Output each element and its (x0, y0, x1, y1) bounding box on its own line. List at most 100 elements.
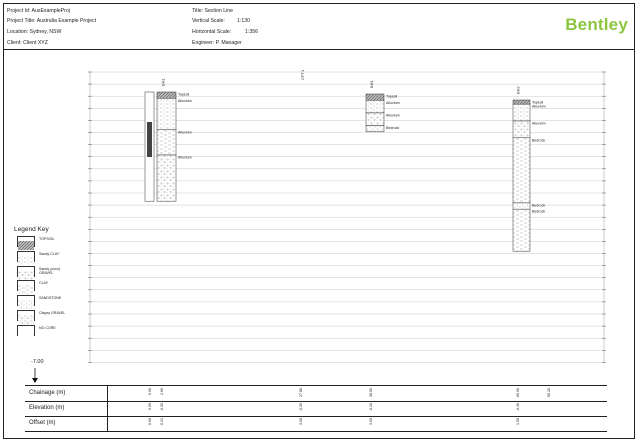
strata-label: Topsoil (386, 95, 397, 99)
table-row: Offset (m) 0.00 0.21 3.00 3.00 1.50 (25, 416, 607, 432)
strata-layer (512, 120, 531, 139)
legend-swatch-clayeygravel (17, 309, 35, 324)
table-cell: 1.50 (516, 418, 520, 425)
table-cell: 0.00 (148, 418, 152, 425)
table-cell: 38.00 (369, 388, 373, 397)
legend-label: NO CORE (39, 325, 56, 330)
cpt-label: CPT1 (300, 69, 305, 80)
legend-key: Legend Key TOPSOIL Sandy CLAY Sandy (coco)… (14, 226, 65, 340)
legend-item: SANDSTONE (14, 295, 61, 310)
borehole-name: BH1 (161, 77, 166, 86)
strata-label: Bedrock (532, 138, 545, 142)
strata-label: Alluvium (178, 99, 192, 103)
section-title: Title: Section Line (192, 8, 234, 14)
borehole-name: BH2 (516, 85, 521, 94)
strata-label: Bedrock (386, 126, 399, 130)
legend-title: Legend Key (14, 226, 49, 233)
row-label: Chainage (m) (29, 390, 66, 396)
table-cell: 0.21 (160, 418, 164, 425)
strata-label: Alluvium (386, 113, 400, 117)
table-cell: 0.00 (148, 388, 152, 395)
strata-layer (512, 103, 531, 122)
horizontal-scale-value: 1:356 (245, 29, 258, 35)
legend-item: CLAY (14, 280, 49, 295)
table-cell: 60.00 (516, 388, 520, 397)
strata-layer (156, 98, 177, 131)
legend-item: NO CORE (14, 324, 56, 340)
strata-label: Bedrock (532, 210, 545, 214)
borehole-log[interactable]: BH2TopsoilAlluviumAlluviumBedrockBedrock… (512, 85, 546, 252)
location: Location: Sydney, NSW (7, 29, 62, 35)
engineer: Engineer: P. Manager (192, 40, 242, 46)
strata-label: Alluvium (386, 101, 400, 105)
project-title: Project Title: Australia Example Project (7, 18, 97, 24)
table-row: Chainage (m) 0.00 2.60 27.80 38.00 60.00 65.20 (25, 386, 607, 402)
legend-swatch-sandstone (17, 295, 35, 310)
legend-label: Clayey GRAVEL (39, 310, 66, 315)
legend-label: SANDSTONE (39, 296, 62, 301)
client: Client: Client XYZ (7, 40, 48, 46)
strata-layer (512, 208, 531, 252)
datum-label: -7.00 (31, 359, 44, 365)
bentley-logo: Bentley (565, 15, 628, 34)
strata-label: Alluvium (178, 130, 192, 134)
title-block: Project Id: AusExampleProj Project Title… (4, 4, 634, 50)
row-label: Offset (m) (29, 420, 56, 426)
strata-label: Alluvium (532, 105, 546, 109)
strata-layer (365, 125, 385, 133)
legend-swatch-gravel (17, 265, 35, 280)
section-data-table: Chainage (m) 0.00 2.60 27.80 38.00 60.00 65.20… (25, 385, 607, 432)
table-cell: 0.00 (148, 403, 152, 410)
strata-layer (156, 154, 177, 202)
strata-layer (512, 99, 531, 105)
strata-label: Topsoil (178, 93, 189, 97)
strata-layer (365, 100, 385, 114)
legend-label: Sandy (coco) GRAVEL (39, 266, 61, 275)
table-cell: 3.00 (369, 418, 373, 425)
table-cell: -0.30 (299, 403, 303, 412)
drawing-frame: Project Id: AusExampleProj Project Title… (3, 3, 635, 439)
table-cell: -0.30 (160, 403, 164, 412)
strata-layer (512, 137, 531, 204)
vertical-scale-value: 1:130 (237, 18, 250, 24)
legend-swatch-none (17, 324, 35, 339)
table-cell: 3.00 (299, 418, 303, 425)
row-label: Elevation (m) (29, 405, 65, 411)
strata-label: Topsoil (532, 101, 543, 105)
legend-item: Clayey GRAVEL (14, 309, 65, 325)
strata-layer (512, 202, 531, 210)
section-drawing: BH1TopsoilAlluviumAlluviumAlluviumBH1Top… (32, 69, 606, 383)
core-recovered (147, 122, 152, 157)
borehole-name: BH1 (369, 79, 374, 88)
strata-label: Alluvium (178, 156, 192, 160)
legend-swatch-sandyclay (17, 250, 35, 265)
row-divider (107, 401, 108, 416)
legend-label: Sandy CLAY (39, 251, 60, 256)
legend-swatch-clay (17, 280, 35, 295)
table-row: Elevation (m) 0.00 -0.30 -0.30 -0.10 -0.40 (25, 401, 607, 417)
strata-layer (365, 93, 385, 101)
strata-label: Alluvium (532, 122, 546, 126)
table-cell: 27.80 (299, 388, 303, 397)
table-cell: -0.40 (516, 403, 520, 412)
strata-layer (156, 129, 177, 156)
legend-item: Sandy (coco) GRAVEL (14, 265, 60, 281)
legend-label: CLAY (39, 281, 49, 286)
row-divider (107, 386, 108, 401)
horizontal-scale-label: Horizontal Scale: (192, 29, 232, 35)
row-divider (107, 416, 108, 431)
datum-arrow (32, 368, 38, 383)
table-cell: -0.10 (369, 403, 373, 412)
table-cell: 65.20 (547, 388, 551, 397)
strata-layer (365, 112, 385, 126)
legend-item: TOPSOIL (14, 236, 55, 251)
strata-layer (156, 91, 177, 99)
table-cell: 2.60 (160, 388, 164, 395)
legend-label: TOPSOIL (39, 237, 55, 241)
project-id: Project Id: AusExampleProj (7, 8, 70, 14)
vertical-scale-label: Vertical Scale: (192, 18, 225, 24)
legend-swatch-topsoil (17, 236, 35, 250)
